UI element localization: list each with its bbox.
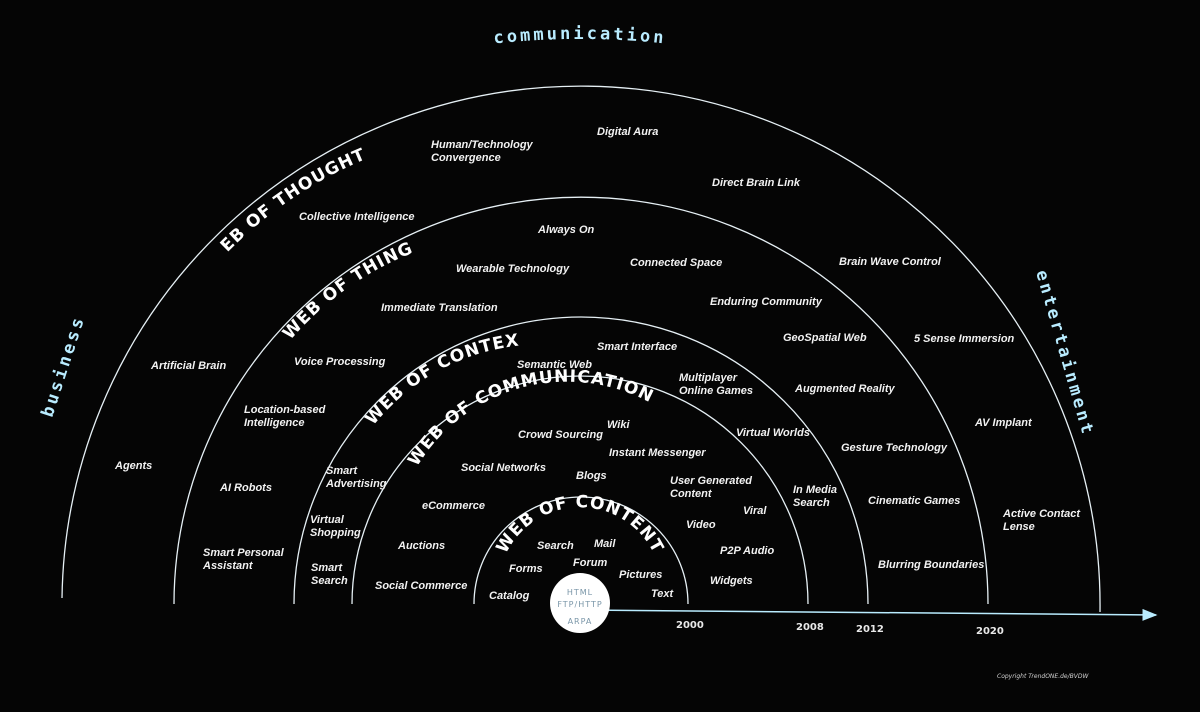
- year-2012: 2012: [856, 624, 884, 635]
- item-search: Search: [537, 540, 574, 552]
- item-cinematic-games: Cinematic Games: [868, 495, 960, 507]
- arc-2008: [293, 316, 869, 605]
- arc-2012: [173, 196, 989, 605]
- year-2000: 2000: [676, 620, 704, 631]
- item-crowd-sourcing: Crowd Sourcing: [518, 429, 603, 441]
- layer-title-things: WEB OF THINGS: [0, 0, 416, 344]
- item-mail: Mail: [594, 538, 616, 550]
- arc-2020: [61, 85, 1101, 613]
- item-video: Video: [686, 519, 716, 531]
- item-blurring-boundaries: Blurring Boundaries: [878, 559, 984, 571]
- core-label-1: HTML: [567, 588, 593, 597]
- item-wiki: Wiki: [607, 419, 630, 431]
- item-geospatial-web: GeoSpatial Web: [783, 332, 867, 344]
- core-circle: [550, 573, 610, 633]
- item-digital-aura: Digital Aura: [597, 126, 658, 138]
- item-catalog: Catalog: [489, 590, 530, 602]
- item-instant-messenger: Instant Messenger: [609, 447, 706, 459]
- item-av-implant: AV Implant: [974, 417, 1033, 429]
- item-artificial-brain: Artificial Brain: [150, 360, 226, 372]
- arc-communication: [351, 375, 809, 605]
- core-label-3: ARPA: [568, 617, 593, 626]
- item-enduring-community: Enduring Community: [710, 296, 823, 308]
- timeline-axis: [579, 608, 1158, 621]
- item-connected-space: Connected Space: [630, 257, 722, 269]
- item-gesture-technology: Gesture Technology: [841, 442, 948, 454]
- item-social-commerce: Social Commerce: [375, 580, 467, 592]
- item-forms: Forms: [509, 563, 543, 575]
- item-voice-processing: Voice Processing: [294, 356, 386, 368]
- item-collective-intelligence: Collective Intelligence: [299, 211, 415, 223]
- item-ecommerce: eCommerce: [422, 500, 485, 512]
- layer-title-content: WEB OF CONTENT: [493, 492, 668, 557]
- item-wearable-technology: Wearable Technology: [456, 263, 570, 275]
- theme-right: entertainment: [1031, 268, 1098, 439]
- item-immediate-translation: Immediate Translation: [381, 302, 498, 314]
- arc-2000: [473, 496, 689, 605]
- core-label-2: FTP/HTTP: [557, 600, 602, 609]
- item-virtual-worlds: Virtual Worlds: [736, 427, 810, 439]
- item-pictures: Pictures: [619, 569, 662, 581]
- item-auctions: Auctions: [397, 540, 445, 552]
- item-smart-interface: Smart Interface: [597, 341, 677, 353]
- item-brain-wave-control: Brain Wave Control: [839, 256, 942, 268]
- item-ai-robots: AI Robots: [219, 482, 272, 494]
- theme-top: communication: [493, 24, 668, 49]
- item-social-networks: Social Networks: [461, 462, 546, 474]
- item-viral: Viral: [743, 505, 767, 517]
- item-augmented-reality: Augmented Reality: [794, 383, 896, 395]
- item-semantic-web: Semantic Web: [517, 359, 592, 371]
- item-always-on: Always On: [537, 224, 595, 236]
- item-forum: Forum: [573, 557, 607, 569]
- item-blogs: Blogs: [576, 470, 607, 482]
- item-text: Text: [651, 588, 675, 600]
- item-agents: Agents: [114, 460, 152, 472]
- copyright-note: Copyright TrendONE.de/BVDW: [997, 673, 1089, 680]
- item-widgets: Widgets: [710, 575, 753, 587]
- year-2020: 2020: [976, 626, 1004, 637]
- theme-left: business: [38, 313, 90, 420]
- item-p2p-audio: P2P Audio: [720, 545, 774, 557]
- item-5-sense-immersion: 5 Sense Immersion: [914, 333, 1015, 345]
- item-direct-brain-link: Direct Brain Link: [712, 177, 801, 189]
- year-2008: 2008: [796, 622, 824, 633]
